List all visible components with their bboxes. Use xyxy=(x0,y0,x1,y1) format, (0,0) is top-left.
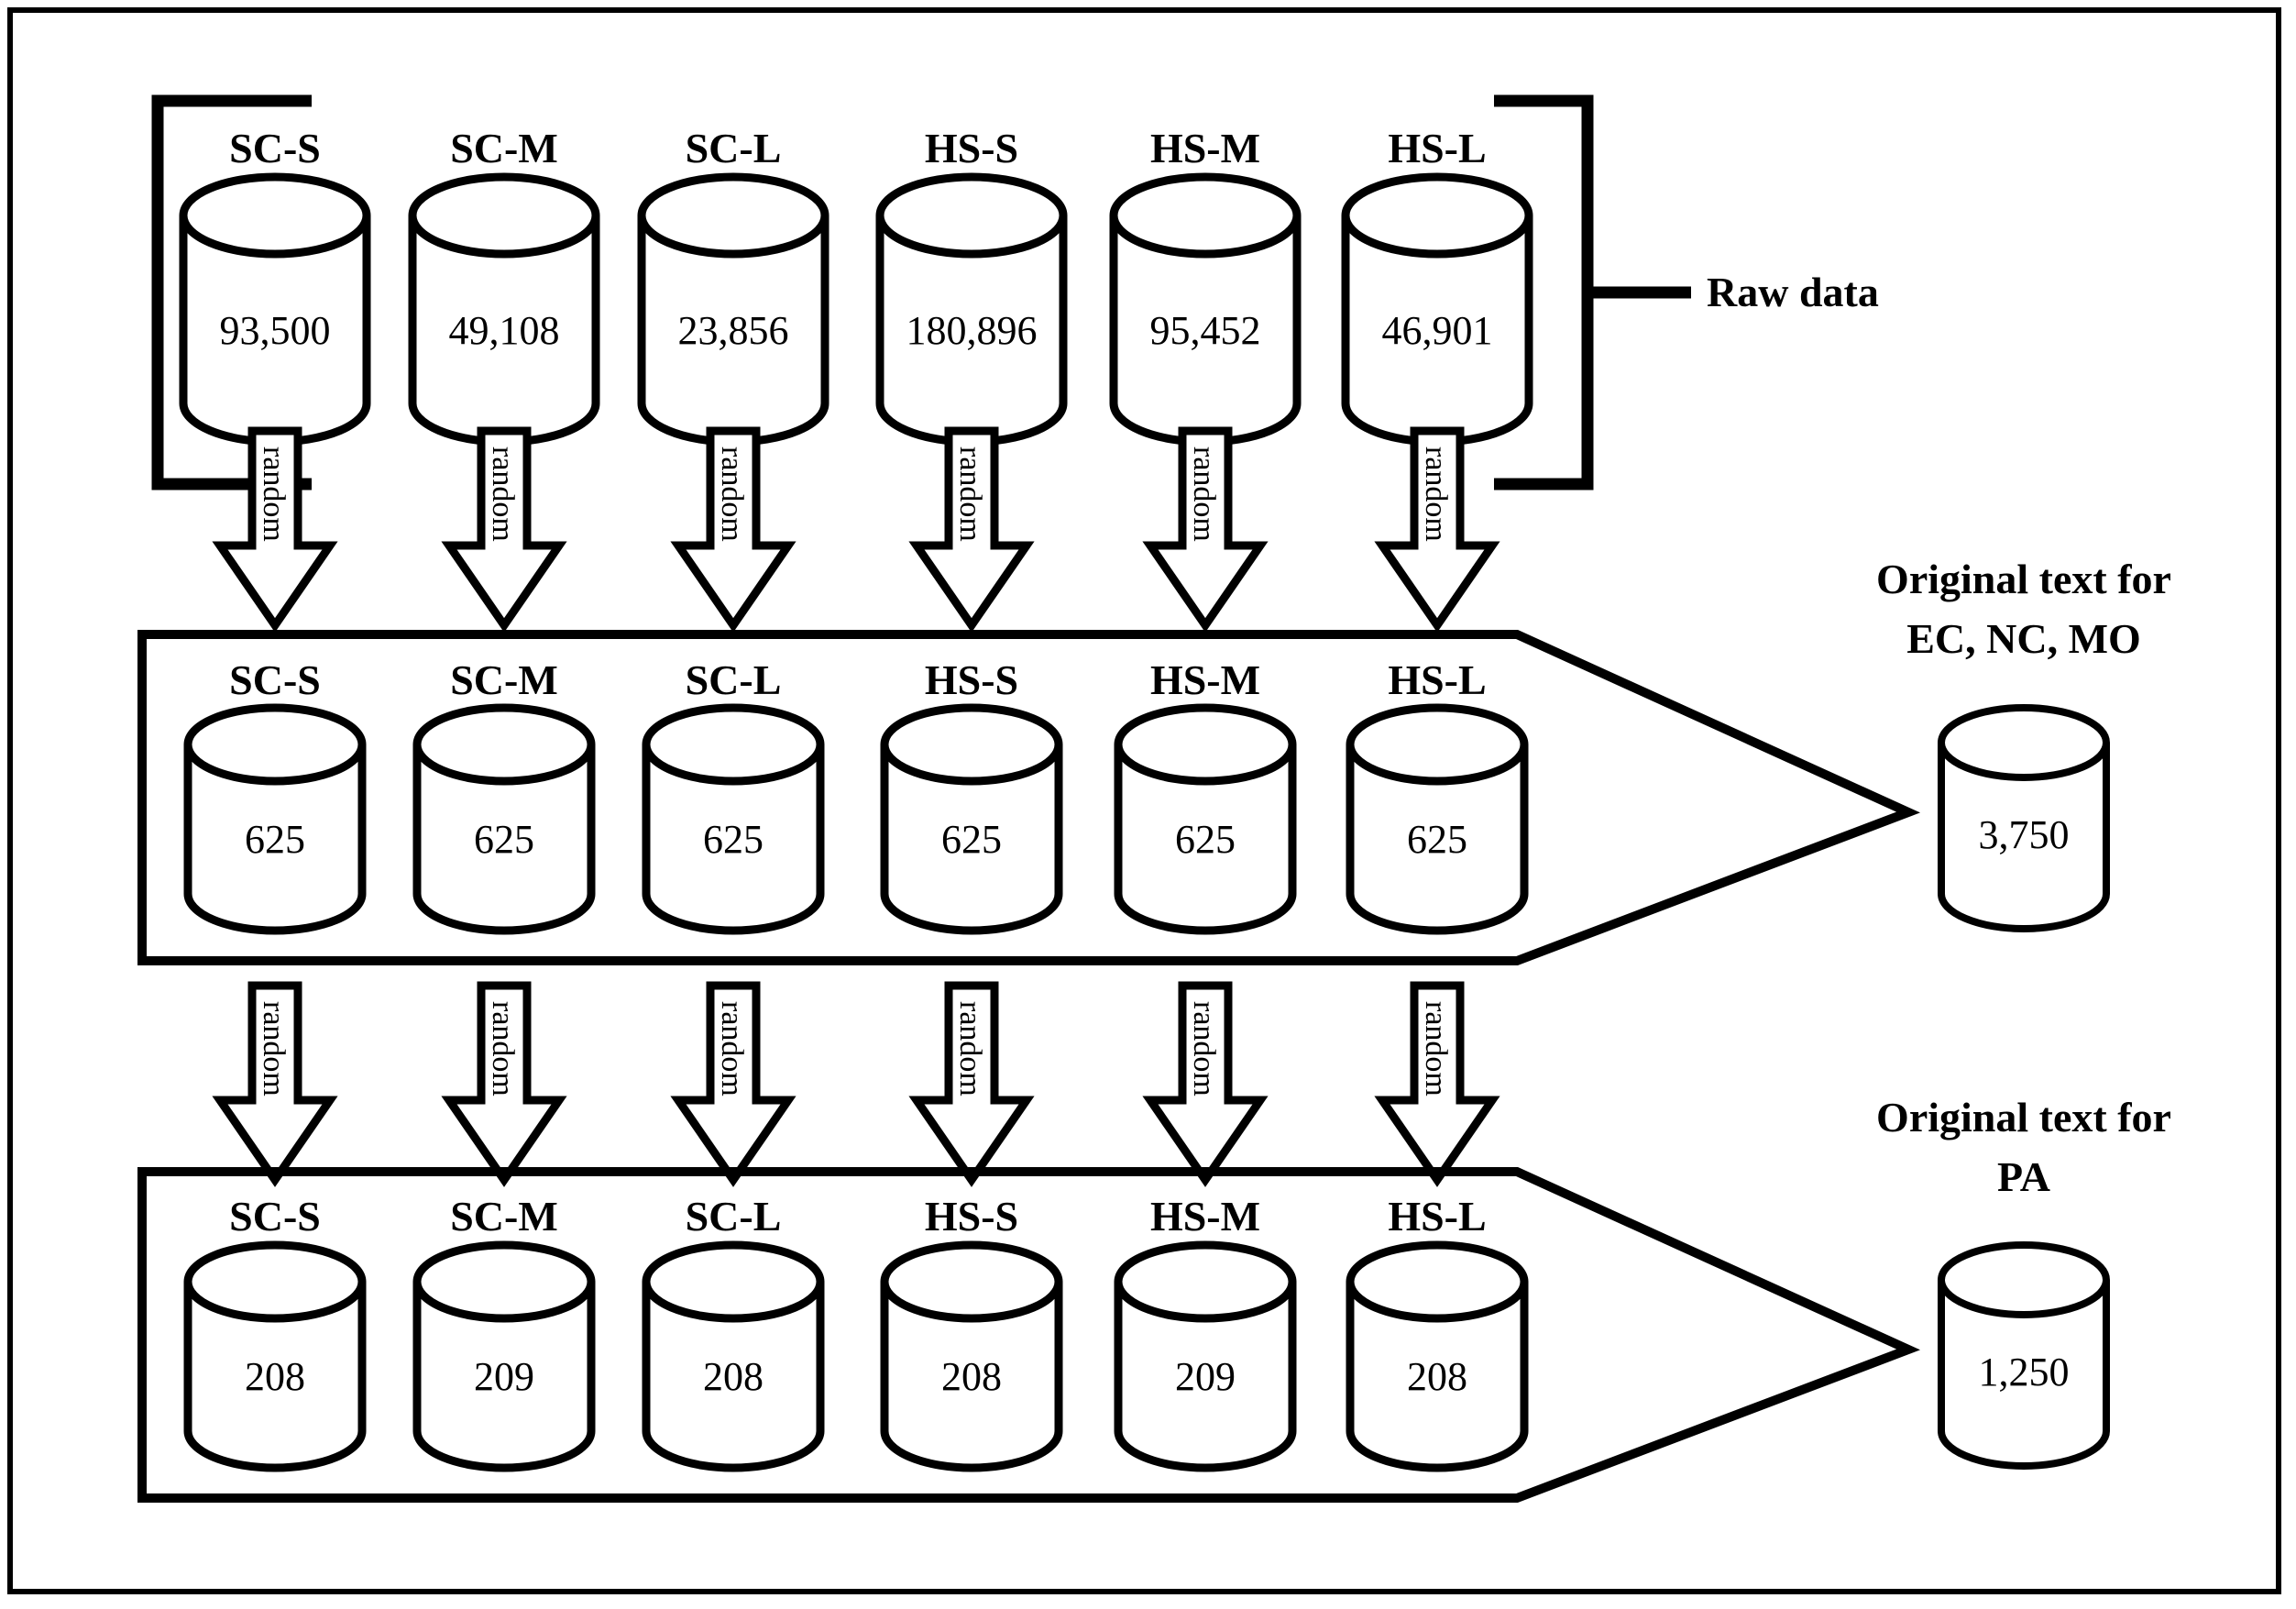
cylinder-raw-hs-s xyxy=(875,172,1068,446)
cylinder-mid-hs-m xyxy=(1114,703,1297,935)
figure-border xyxy=(7,7,2281,1594)
arrow-random-5 xyxy=(1142,426,1269,633)
mid-label-sc-m: SC-M xyxy=(450,656,558,703)
bot-label-hs-l: HS-L xyxy=(1388,1193,1487,1240)
cylinder-mid-hs-s xyxy=(880,703,1063,935)
arrow-label-random-12: random xyxy=(1419,1001,1453,1097)
arrow-random-4 xyxy=(908,426,1035,633)
arrow-random-2 xyxy=(441,426,567,633)
cylinder-raw-sc-s xyxy=(179,172,371,446)
bot-value-sc-m: 209 xyxy=(474,1354,534,1399)
arrow-random-3 xyxy=(670,426,796,633)
mid-label-sc-s: SC-S xyxy=(229,656,321,703)
raw-label-hs-s: HS-S xyxy=(924,125,1019,171)
mid-value-hs-l: 625 xyxy=(1407,817,1467,862)
raw-label-sc-m: SC-M xyxy=(450,125,558,171)
mid-value-sc-l: 625 xyxy=(703,817,764,862)
arrow-label-random-3: random xyxy=(715,446,749,542)
cylinder-bot-sc-l xyxy=(642,1240,825,1472)
middle-row-cylinders xyxy=(183,703,1529,935)
cylinder-mid-sc-m xyxy=(412,703,596,935)
cylinder-bot-hs-s xyxy=(880,1240,1063,1472)
raw-value-sc-s: 93,500 xyxy=(219,308,331,353)
cylinder-mid-hs-l xyxy=(1346,703,1529,935)
arrow-label-random-7: random xyxy=(257,1001,291,1097)
raw-value-hs-l: 46,901 xyxy=(1381,308,1493,353)
bot-value-hs-m: 209 xyxy=(1175,1354,1236,1399)
raw-label-sc-s: SC-S xyxy=(229,125,321,171)
arrow-label-random-4: random xyxy=(953,446,987,542)
bot-label-sc-m: SC-M xyxy=(450,1193,558,1240)
raw-value-hs-m: 95,452 xyxy=(1149,308,1261,353)
aggregate-value-pa: 1,250 xyxy=(1978,1350,2070,1394)
mid-value-sc-m: 625 xyxy=(474,817,534,862)
random-arrows-bottom xyxy=(212,981,1500,1187)
raw-value-sc-m: 49,108 xyxy=(448,308,560,353)
bot-value-hs-l: 208 xyxy=(1407,1354,1467,1399)
raw-data-label: Raw data xyxy=(1707,269,1879,315)
arrow-label-random-11: random xyxy=(1187,1001,1221,1097)
original-text-pa-line2: PA xyxy=(1997,1153,2050,1200)
raw-value-sc-l: 23,856 xyxy=(677,308,789,353)
pentagon-container-middle xyxy=(137,630,1921,965)
arrow-random-11 xyxy=(1142,981,1269,1187)
cylinder-aggregate-ecncmo xyxy=(1938,704,2110,932)
cylinder-raw-sc-l xyxy=(637,172,829,446)
arrow-random-1 xyxy=(212,426,338,633)
arrow-random-9 xyxy=(670,981,796,1187)
bot-value-sc-s: 208 xyxy=(245,1354,305,1399)
arrow-label-random-1: random xyxy=(257,446,291,542)
mid-label-hs-s: HS-S xyxy=(924,656,1019,703)
original-text-pa-line1: Original text for xyxy=(1876,1094,2171,1141)
arrow-label-random-2: random xyxy=(486,446,520,542)
arrow-label-random-10: random xyxy=(953,1001,987,1097)
arrow-label-random-5: random xyxy=(1187,446,1221,542)
arrow-label-random-6: random xyxy=(1419,446,1453,542)
original-text-ecncmo-line1: Original text for xyxy=(1876,556,2171,602)
cylinder-mid-sc-l xyxy=(642,703,825,935)
cylinder-raw-sc-m xyxy=(408,172,600,446)
arrow-random-7 xyxy=(212,981,338,1187)
aggregate-value-ecncmo: 3,750 xyxy=(1978,812,2070,857)
cylinder-bot-sc-m xyxy=(412,1240,596,1472)
mid-label-sc-l: SC-L xyxy=(685,656,782,703)
cylinder-raw-hs-m xyxy=(1109,172,1302,446)
original-text-ecncmo-line2: EC, NC, MO xyxy=(1906,615,2141,662)
arrow-random-8 xyxy=(441,981,567,1187)
mid-value-hs-s: 625 xyxy=(941,817,1002,862)
cylinder-bot-hs-l xyxy=(1346,1240,1529,1472)
random-arrows-top xyxy=(212,426,1500,633)
cylinder-bot-sc-s xyxy=(183,1240,367,1472)
bot-label-sc-l: SC-L xyxy=(685,1193,782,1240)
arrow-label-random-8: random xyxy=(486,1001,520,1097)
pentagon-container-bottom xyxy=(137,1167,1921,1503)
cylinder-mid-sc-s xyxy=(183,703,367,935)
raw-label-hs-m: HS-M xyxy=(1149,125,1261,171)
bottom-row-cylinders xyxy=(183,1240,1529,1472)
raw-value-hs-s: 180,896 xyxy=(906,308,1038,353)
mid-label-hs-m: HS-M xyxy=(1149,656,1261,703)
bot-value-sc-l: 208 xyxy=(703,1354,764,1399)
cylinder-bot-hs-m xyxy=(1114,1240,1297,1472)
mid-value-sc-s: 625 xyxy=(245,817,305,862)
mid-value-hs-m: 625 xyxy=(1175,817,1236,862)
arrow-random-6 xyxy=(1374,426,1500,633)
raw-data-bracket xyxy=(151,94,1691,490)
arrow-random-12 xyxy=(1374,981,1500,1187)
cylinder-aggregate-pa xyxy=(1938,1241,2110,1470)
mid-label-hs-l: HS-L xyxy=(1388,656,1487,703)
raw-label-sc-l: SC-L xyxy=(685,125,782,171)
bot-label-hs-m: HS-M xyxy=(1149,1193,1261,1240)
bot-label-sc-s: SC-S xyxy=(229,1193,321,1240)
bot-value-hs-s: 208 xyxy=(941,1354,1002,1399)
raw-data-cylinders xyxy=(179,172,1533,446)
arrow-label-random-9: random xyxy=(715,1001,749,1097)
raw-label-hs-l: HS-L xyxy=(1388,125,1487,171)
arrow-random-10 xyxy=(908,981,1035,1187)
bot-label-hs-s: HS-S xyxy=(924,1193,1019,1240)
